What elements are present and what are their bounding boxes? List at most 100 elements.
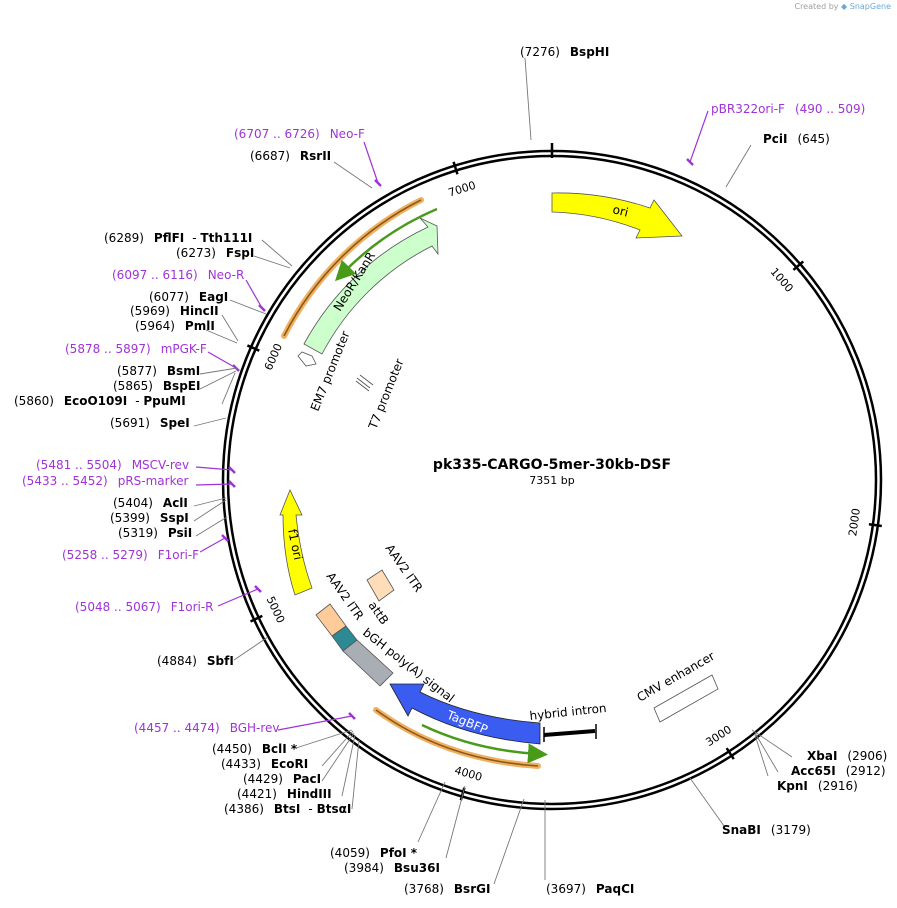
site-label-spei[interactable]: (5691)SpeI bbox=[110, 416, 190, 430]
feature-t7-promoter[interactable]: T7 promoter bbox=[355, 357, 407, 432]
credit-brand: SnapGene bbox=[849, 2, 891, 11]
site-leader bbox=[333, 161, 373, 189]
site-label-ecori[interactable]: (4433)EcoRI bbox=[221, 757, 308, 771]
feature-aav2-itr-2[interactable]: AAV2 ITR bbox=[315, 570, 366, 637]
aav2-itr-1-box[interactable] bbox=[366, 569, 395, 602]
tagbfp-orf-line[interactable] bbox=[421, 723, 548, 764]
site-name: EcoRI bbox=[271, 757, 308, 771]
site-position: (3984) bbox=[344, 861, 384, 875]
site-position: (5481 .. 5504) bbox=[36, 458, 122, 472]
plasmid-name: pk335-CARGO-5mer-30kb-DSF bbox=[433, 457, 671, 473]
site-position: (5865) bbox=[113, 379, 153, 393]
f1-ori-arrow[interactable] bbox=[279, 489, 313, 596]
snapgene-credit: Created by ◆ SnapGene bbox=[794, 2, 891, 11]
site-position: (490 .. 509) bbox=[795, 102, 865, 116]
site-label-hindiii[interactable]: (4421)HindIII bbox=[237, 787, 332, 801]
site-leader bbox=[195, 466, 233, 471]
site-label-bgh-rev[interactable]: (4457 .. 4474)BGH-rev bbox=[134, 721, 280, 735]
site-leader bbox=[524, 57, 532, 141]
site-label-rsrii[interactable]: (6687)RsrII bbox=[250, 149, 331, 163]
site-label-f1ori-r[interactable]: (5048 .. 5067)F1ori-R bbox=[75, 600, 214, 614]
site-leader bbox=[245, 279, 263, 309]
site-label-bsu36i[interactable]: (3984) Bsu36I bbox=[344, 861, 440, 875]
site-name: PflFI bbox=[154, 231, 184, 245]
site-label-bsrgi[interactable]: (3768)BsrGI bbox=[404, 882, 490, 896]
site-label-hincii[interactable]: (5969)HincII bbox=[130, 304, 219, 318]
site-position: (5691) bbox=[110, 416, 150, 430]
t7-promoter-arrow[interactable] bbox=[355, 374, 374, 392]
site-position: (4450) bbox=[212, 742, 252, 756]
feature-ori[interactable]: ori bbox=[551, 192, 683, 239]
site-label-bspei[interactable]: (5865)BspEI bbox=[113, 379, 200, 393]
site-label-f1ori-f[interactable]: (5258 .. 5279)F1ori-F bbox=[62, 548, 199, 562]
hybrid-intron-bar[interactable] bbox=[543, 729, 596, 737]
site-label-xbai[interactable]: XbaI(2906) bbox=[807, 749, 887, 763]
site-label-sspi[interactable]: (5399) SspI bbox=[110, 511, 189, 525]
feature-aav2-itr-1[interactable]: AAV2 ITR bbox=[366, 542, 425, 602]
site-name: F1ori-F bbox=[158, 548, 199, 562]
site-label-ecoo109i[interactable]: (5860)EcoO109I- PpuMI bbox=[14, 394, 186, 408]
site-position: (6707 .. 6726) bbox=[234, 127, 320, 141]
site-label-mscv-rev[interactable]: (5481 .. 5504)MSCV-rev bbox=[36, 458, 189, 472]
neor-orf-halo-core bbox=[283, 199, 422, 337]
feature-neor-kanr[interactable]: NeoR/KanR bbox=[303, 217, 439, 355]
site-name: EagI bbox=[199, 290, 228, 304]
tick-label: 2000 bbox=[846, 507, 863, 537]
site-extra-name: BtsαI bbox=[317, 802, 352, 816]
site-label-paqci[interactable]: (3697)PaqCI bbox=[546, 882, 634, 896]
site-leader bbox=[321, 732, 355, 782]
site-name: PsiI bbox=[168, 526, 192, 540]
site-label-bcli-[interactable]: (4450)BclI * bbox=[212, 742, 298, 756]
site-label-eagi[interactable]: (6077)EagI bbox=[149, 290, 228, 304]
site-leader bbox=[199, 537, 226, 553]
site-label-mpgk-f[interactable]: (5878 .. 5897)mPGK-F bbox=[65, 342, 207, 356]
site-label-sbfi[interactable]: (4884)SbfI bbox=[157, 654, 234, 668]
site-leader bbox=[253, 255, 291, 269]
site-position: (5399) bbox=[110, 511, 150, 525]
primer-mark bbox=[374, 179, 382, 187]
site-name: BtsI bbox=[274, 802, 301, 816]
feature-hybrid-intron[interactable]: hybrid intron bbox=[529, 701, 607, 742]
site-label-btsi[interactable]: (4386)BtsI- BtsαI bbox=[224, 802, 351, 816]
site-label-pcii[interactable]: PciI(645) bbox=[763, 132, 830, 146]
neor-kanr-arrow[interactable] bbox=[303, 217, 439, 355]
site-leader bbox=[207, 351, 237, 369]
site-leader bbox=[351, 739, 360, 810]
site-label-bsphi[interactable]: (7276)BspHI bbox=[520, 45, 609, 59]
site-label-pflfi[interactable]: (6289)PflFI- Tth111I bbox=[104, 231, 252, 245]
tagbfp-orf-halo-core bbox=[375, 709, 539, 767]
neor-orf-line[interactable] bbox=[335, 207, 438, 282]
site-label-neo-r[interactable]: (6097 .. 6116)Neo-R bbox=[112, 268, 244, 282]
site-label-neo-f[interactable]: (6707 .. 6726)Neo-F bbox=[234, 127, 365, 141]
bgh-polya-box[interactable] bbox=[342, 639, 394, 687]
neor-orf-halo bbox=[281, 197, 424, 339]
site-label-prs-marker[interactable]: (5433 .. 5452)pRS-marker bbox=[22, 474, 188, 488]
site-name: BsrGI bbox=[454, 882, 491, 896]
tagbfp-arrow[interactable] bbox=[389, 683, 541, 745]
feature-f1-ori[interactable]: f1 ori bbox=[279, 489, 313, 596]
site-label-pbr322ori-f[interactable]: pBR322ori-F(490 .. 509) bbox=[711, 102, 865, 116]
site-position: (4429) bbox=[243, 772, 283, 786]
site-label-bsmi[interactable]: (5877)BsmI bbox=[117, 364, 200, 378]
site-name: F1ori-R bbox=[171, 600, 214, 614]
site-name: SspI bbox=[160, 511, 189, 525]
site-label-snabi[interactable]: SnaBI(3179) bbox=[722, 823, 811, 837]
site-label-psii[interactable]: (5319)PsiI bbox=[118, 526, 192, 540]
em7-promoter-arrow[interactable] bbox=[297, 351, 317, 367]
site-label-pfoi-[interactable]: (4059)PfoI * bbox=[330, 846, 418, 860]
plasmid-size: 7351 bp bbox=[529, 474, 574, 487]
site-label-pmli[interactable]: (5964)PmlI bbox=[135, 319, 215, 333]
site-label-fspi[interactable]: (6273)FspI bbox=[176, 246, 254, 260]
feature-cmv-enhancer[interactable]: CMV enhancer bbox=[635, 649, 719, 723]
site-label-kpni[interactable]: KpnI(2916) bbox=[777, 779, 858, 793]
site-label-paci[interactable]: (4429)PacI bbox=[243, 772, 321, 786]
ori-arrow[interactable] bbox=[551, 192, 683, 239]
site-leader bbox=[751, 729, 793, 758]
primer-mark bbox=[254, 585, 262, 593]
site-label-acc65i[interactable]: Acc65I(2912) bbox=[791, 764, 886, 778]
site-position: (5404) bbox=[113, 496, 153, 510]
cmv-enhancer-box[interactable] bbox=[653, 674, 719, 723]
site-position: (4421) bbox=[237, 787, 277, 801]
site-name: Bsu36I bbox=[394, 861, 440, 875]
site-label-acli[interactable]: (5404)AclI bbox=[113, 496, 188, 510]
